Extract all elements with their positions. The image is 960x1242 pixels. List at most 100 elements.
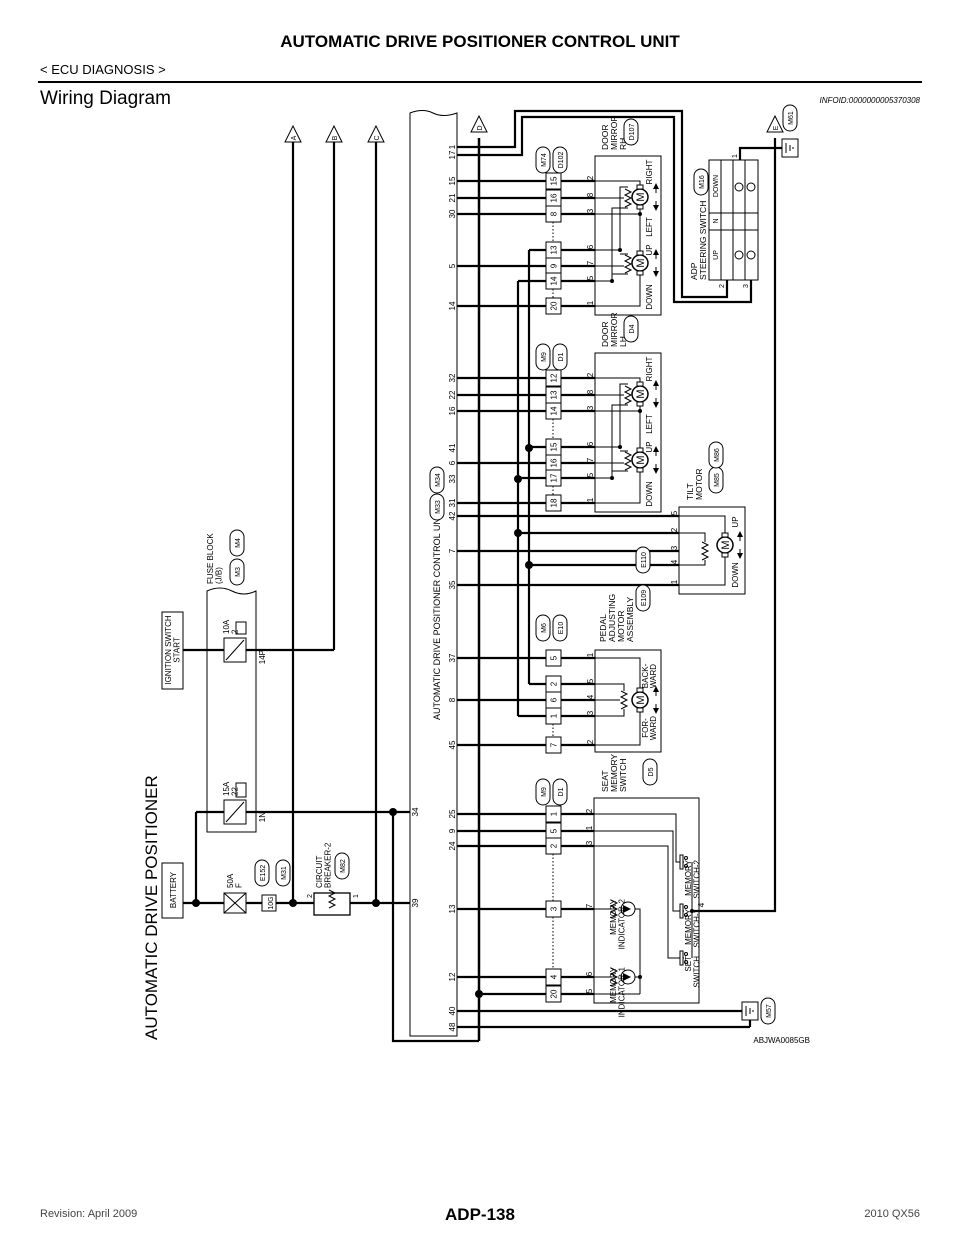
resistor-icon: [623, 254, 633, 274]
switch-icon: [679, 950, 684, 966]
unit-pin: 41: [448, 443, 457, 452]
unit-pin: 14: [448, 301, 457, 310]
direction-label: DOWN: [645, 481, 654, 507]
fuse-rating: 10A: [222, 619, 231, 634]
wire: [679, 557, 726, 586]
connector-pin: 20: [550, 301, 559, 310]
component-pin: 1: [585, 825, 594, 830]
connector-pin-box: [545, 649, 562, 667]
switch-contact: [684, 952, 688, 956]
connector-id: [535, 343, 551, 371]
component-pin: 1: [670, 579, 679, 584]
connector-pin: 20: [550, 989, 559, 998]
connector-id-label: E109: [641, 590, 648, 606]
connector-pin: 5: [550, 828, 559, 833]
led-diode-icon: [623, 973, 631, 981]
connector-id-label: M4: [235, 538, 242, 548]
reference-arrow-icon: [284, 124, 302, 143]
component-pin: 3: [586, 208, 595, 213]
fuse-number-box: [235, 621, 247, 635]
unit-pin: 39: [411, 898, 420, 907]
unit-pin: 42: [448, 511, 457, 520]
connector-id-label: E110: [641, 552, 648, 568]
junction-dot: [514, 475, 522, 483]
connector-pin: 12: [550, 373, 559, 382]
motor-brush: [636, 707, 644, 713]
unit-pin: 37: [448, 653, 457, 662]
control-unit-box: [409, 110, 458, 1037]
unit-pin: 48: [448, 1022, 457, 1031]
memory-switch-2-label: SWITCH-2: [692, 859, 701, 898]
fuse-terminal: 1N: [258, 812, 267, 822]
connector-id-label: M16: [699, 175, 706, 189]
arrow-up-icon: [653, 446, 659, 452]
unit-pin: 1: [448, 144, 457, 149]
switch-contact: [746, 182, 756, 192]
motor-brush: [636, 401, 644, 407]
unit-pin: 9: [448, 828, 457, 833]
reference-label: A: [291, 135, 298, 140]
junction-dot: [618, 248, 622, 252]
wire: [679, 515, 726, 533]
connector-id: [760, 997, 776, 1025]
component-label: MOTOR: [616, 611, 626, 642]
motor-symbol: M: [635, 695, 647, 704]
connector-id-label: M9: [541, 352, 548, 362]
breaker-pin: 1: [353, 894, 360, 898]
revision-text: Revision: April 2009: [40, 1208, 138, 1220]
connector-id: [535, 146, 551, 174]
junction-dot: [514, 529, 522, 537]
direction-label: UP: [731, 516, 740, 527]
direction-label: DOWN: [731, 562, 740, 588]
fuse-rating: 2: [230, 629, 239, 634]
direction-label: LEFT: [645, 217, 654, 237]
switch-position-down: DOWN: [713, 175, 720, 197]
component-pin: 5: [586, 678, 595, 683]
junction-dot: [610, 476, 614, 480]
connector-id: [552, 146, 568, 174]
arrow-up-icon: [737, 531, 743, 537]
component-pin: 3: [585, 840, 594, 845]
arrow-down-icon: [653, 205, 659, 211]
motor-brush: [636, 184, 644, 190]
component-pin: 2: [585, 808, 594, 813]
wire: [595, 472, 641, 504]
arrow-up-icon: [653, 249, 659, 255]
junction-dot: [638, 212, 642, 216]
fuse-rating: 15A: [222, 781, 231, 796]
component-pin: 3: [670, 545, 679, 550]
connector-pin-box: [545, 494, 562, 512]
unit-pin: 32: [448, 373, 457, 382]
unit-pin: 35: [448, 580, 457, 589]
junction-dot: [638, 409, 642, 413]
fuse-rating: 22: [230, 787, 239, 796]
component-box-mirror_rh: [594, 155, 662, 316]
diagram-title: AUTOMATIC DRIVE POSITIONER: [142, 775, 161, 1040]
component-pin: 7: [586, 457, 595, 462]
component-pin: 8: [586, 192, 595, 197]
connector-id-label: D1: [558, 787, 565, 796]
connector-pin: 16: [550, 193, 559, 202]
connector-id: [623, 315, 639, 343]
switch-contact: [684, 913, 688, 917]
component-label: SWITCH: [618, 758, 628, 792]
connector-pin-box: [545, 968, 562, 986]
connector-id: [229, 529, 245, 557]
connector-id-label: M74: [541, 153, 548, 167]
switch-contact: [684, 856, 688, 860]
unit-pin: 8: [448, 697, 457, 702]
terminal-label: 10G: [268, 896, 275, 909]
component-label: DOOR: [600, 322, 610, 348]
reference-label: D: [477, 125, 484, 130]
connector-id-label: E10: [558, 622, 565, 635]
connector-id: [552, 778, 568, 806]
switch-contact: [684, 864, 688, 868]
motor-brush: [636, 447, 644, 453]
switch-pin: 1: [732, 154, 739, 158]
memory-switch-1-label: MEMORY: [684, 908, 693, 945]
connector-pin: 15: [550, 442, 559, 451]
connector-pin: 18: [550, 498, 559, 507]
fuse-number-box: [235, 782, 247, 798]
connector-id-label: D107: [629, 124, 636, 141]
unit-pin: 25: [448, 809, 457, 818]
